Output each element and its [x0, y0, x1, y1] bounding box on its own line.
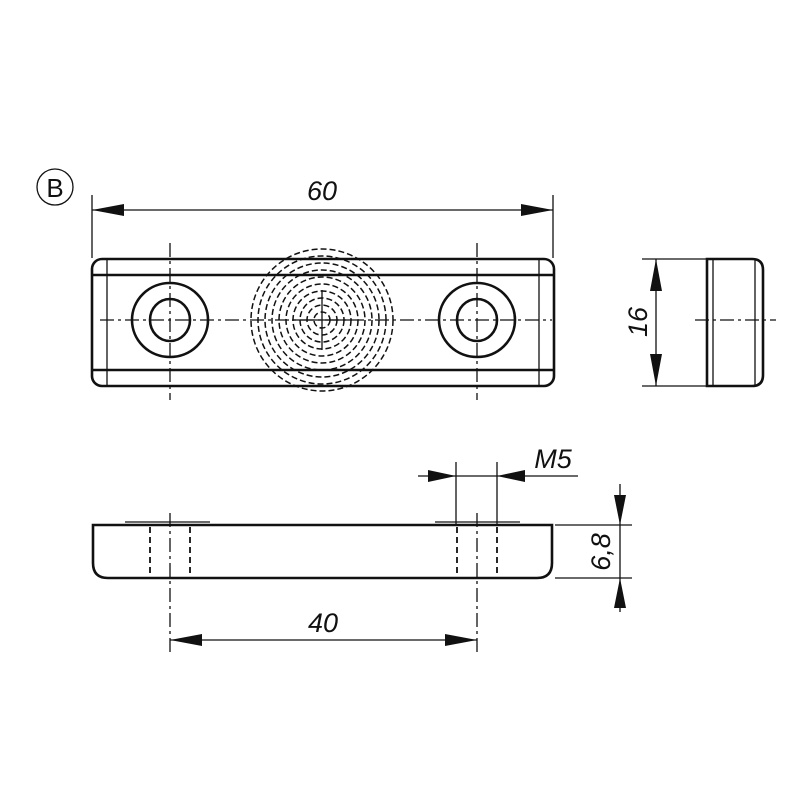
pattern-ring	[278, 276, 366, 364]
end-view: 16	[623, 257, 776, 388]
view-label-b: B	[36, 168, 74, 206]
pattern-ring	[271, 269, 373, 371]
view-label-text: B	[46, 173, 63, 203]
dimension-length-text: 60	[307, 176, 337, 206]
dimension-hole-spacing-text: 40	[308, 608, 338, 638]
dimension-thread-text: M5	[534, 444, 572, 474]
dimension-hole-spacing: 40	[170, 608, 477, 646]
dimension-length: 60	[91, 176, 554, 258]
side-view: M5 40 6,8	[91, 444, 632, 655]
dimension-width: 16	[623, 258, 706, 387]
dimension-width-text: 16	[623, 306, 653, 337]
dimension-height-text: 6,8	[586, 533, 616, 571]
dimension-thread: M5	[418, 444, 578, 524]
top-view: 60	[90, 176, 556, 400]
dimension-height: 6,8	[555, 484, 632, 612]
